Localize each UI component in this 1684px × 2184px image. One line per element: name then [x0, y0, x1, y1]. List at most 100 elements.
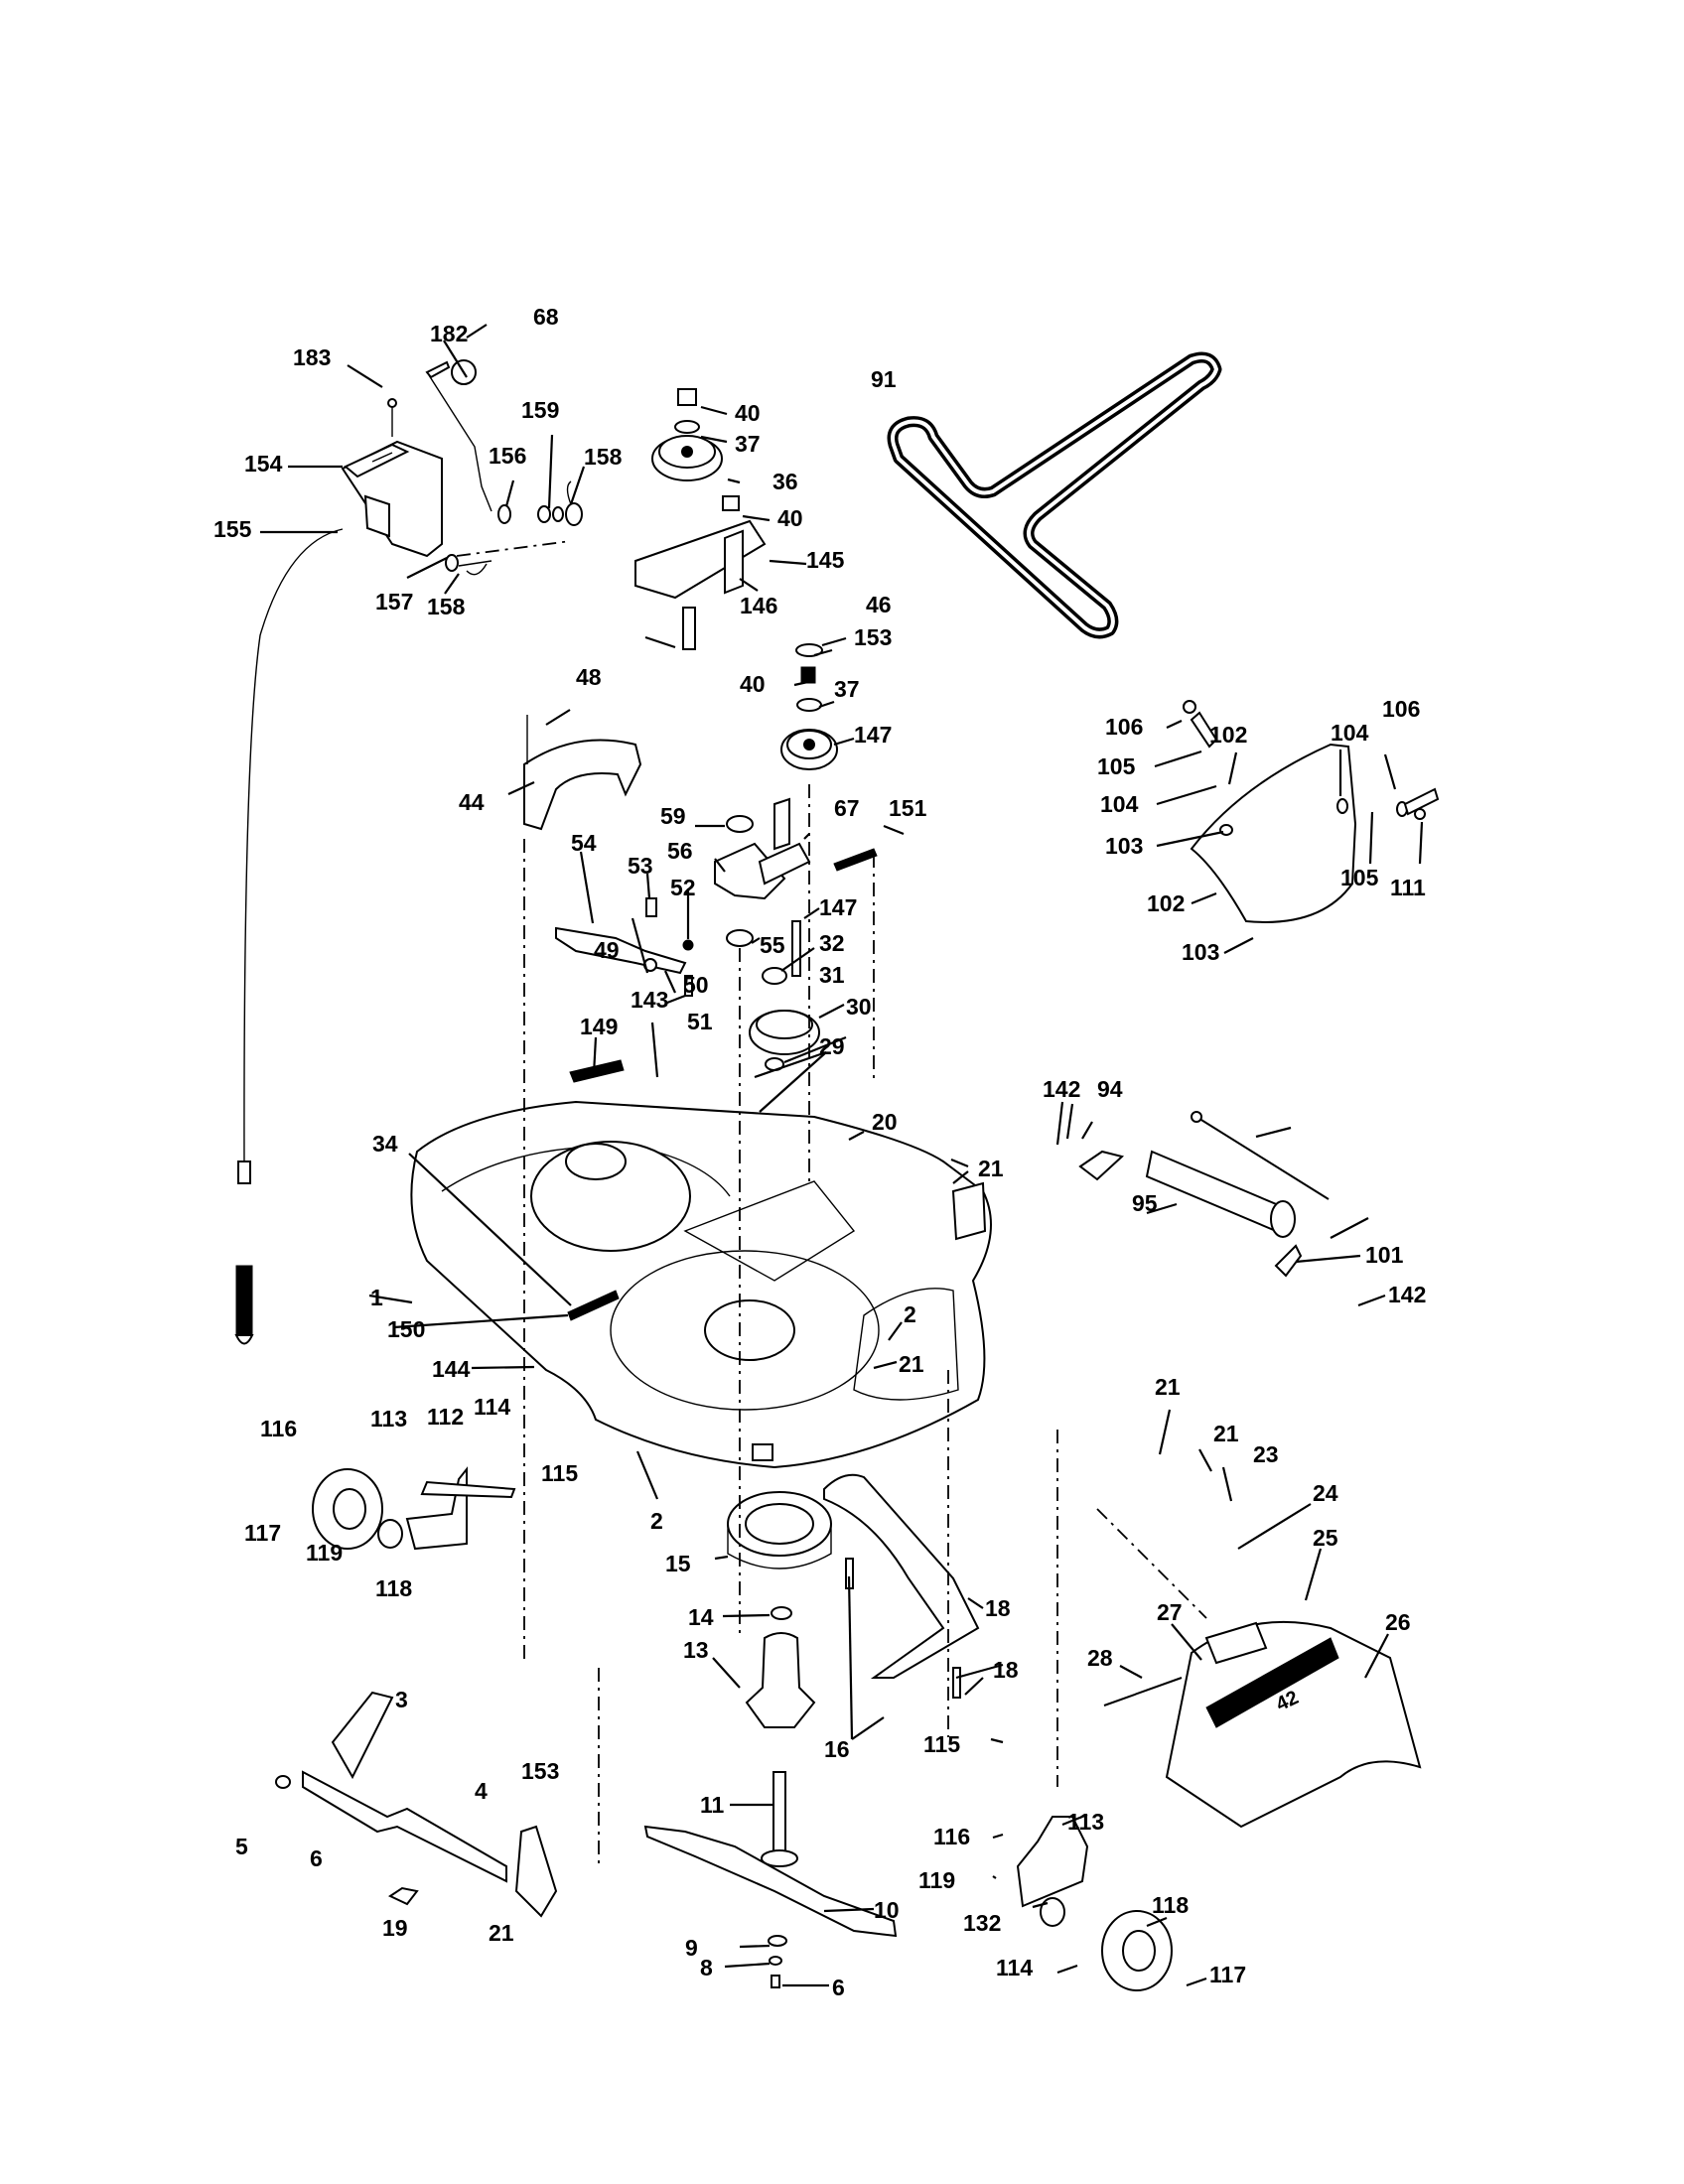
callout-21-e: 21	[489, 1920, 514, 1946]
callout-158: 183	[293, 344, 331, 370]
callout-102-bottom: 103	[1182, 939, 1219, 965]
callout-147-bottom: 150	[387, 1316, 425, 1342]
callout-32: 31	[819, 962, 845, 988]
callout-18-right: 18	[993, 1657, 1019, 1683]
callout-152: 155	[213, 516, 252, 542]
callout-153-bottom: 157	[375, 589, 413, 614]
leader-lines	[260, 324, 1424, 1987]
callout-154: 158	[427, 594, 466, 619]
callout-157: 182	[430, 321, 468, 346]
callout-52: 53	[628, 853, 653, 879]
idler-arm-assembly	[555, 797, 878, 1083]
baffle-20	[823, 1473, 980, 1699]
gauge-wheel-right	[1016, 1816, 1173, 1991]
callout-40-mid: 40	[777, 505, 803, 531]
callout-9: 8	[700, 1955, 713, 1980]
callout-104-left: 104	[1100, 791, 1139, 817]
callout-94: 95	[1132, 1190, 1158, 1216]
idler-pulley-assembly	[634, 388, 767, 650]
callout-101: 102	[1147, 890, 1185, 916]
callout-112: 113	[1067, 1809, 1104, 1835]
callout-54: 55	[760, 932, 785, 958]
callout-3: 3	[395, 1687, 408, 1712]
callout-91: 94	[1097, 1076, 1123, 1102]
callout-146: 147	[819, 894, 857, 920]
mower-blade-11	[643, 1825, 898, 1988]
mower-deck-1	[410, 1100, 992, 1469]
callout-46: 48	[576, 664, 602, 690]
callout-153-top: 156	[489, 443, 526, 469]
callout-132-top: 142	[1043, 1076, 1080, 1102]
lift-linkage	[275, 1691, 558, 1918]
callout-142-top: 143	[631, 987, 668, 1013]
callout-115-right: 116	[933, 1824, 970, 1849]
belt-guide-44	[523, 715, 642, 831]
callout-156: 159	[521, 397, 559, 423]
callout-104-right: 105	[1340, 865, 1379, 890]
idler-pulley-145	[780, 643, 838, 770]
callout-144: 146	[740, 593, 777, 618]
callout-148: 151	[889, 795, 927, 821]
callout-103-left: 103	[1105, 833, 1143, 859]
callout-119-left: 119	[306, 1540, 343, 1566]
callout-116-right: 117	[1209, 1962, 1246, 1987]
callout-31: 30	[846, 994, 872, 1020]
callout-95: 101	[1365, 1242, 1404, 1268]
callout-labels: 68 182 183 154 155 156 159 158 157 158 4…	[213, 304, 1426, 2000]
callout-21-c: 21	[899, 1351, 924, 1377]
callout-26: 25	[1313, 1525, 1338, 1551]
callout-1: 1	[370, 1285, 383, 1310]
callout-105-left: 105	[1097, 753, 1136, 779]
callout-143: 145	[806, 547, 845, 573]
callout-102-top: 102	[1209, 722, 1247, 748]
callout-51: 52	[670, 875, 696, 900]
callout-149: 153	[521, 1758, 559, 1784]
callout-4: 4	[475, 1778, 488, 1804]
callout-142-bottom: 144	[432, 1356, 471, 1382]
callout-27: 26	[1385, 1609, 1411, 1635]
callout-145: 147	[854, 722, 892, 748]
deck-roller-94	[1078, 1111, 1330, 1278]
callout-106-left: 106	[1105, 714, 1143, 740]
callout-14: 13	[683, 1637, 709, 1663]
callout-103-right: 104	[1331, 720, 1369, 746]
callout-21-d: 21	[1155, 1374, 1181, 1400]
callout-34: 34	[372, 1131, 398, 1157]
callout-105-right: 106	[1382, 696, 1420, 722]
callout-19: 19	[382, 1915, 408, 1941]
callout-118-right: 119	[918, 1867, 955, 1893]
callout-115-left: 115	[541, 1460, 578, 1486]
callout-49: 50	[683, 972, 709, 998]
callout-37-lower: 37	[834, 676, 860, 702]
callout-15: 14	[688, 1604, 714, 1630]
callout-50: 51	[687, 1009, 713, 1034]
callout-8: 6	[832, 1975, 845, 2000]
assembly-lines	[456, 540, 1207, 1866]
discharge-chute-27	[1103, 1620, 1422, 1829]
callout-116-left: 116	[260, 1416, 297, 1441]
callout-113-right: 114	[996, 1955, 1033, 1980]
callout-33: 32	[819, 930, 845, 956]
callout-37-top: 37	[735, 431, 761, 457]
callout-11: 10	[874, 1897, 900, 1923]
callout-45: 46	[866, 592, 892, 617]
spindle-assembly	[727, 1491, 832, 1867]
callout-36: 36	[772, 469, 798, 494]
callout-5: 5	[235, 1834, 248, 1859]
callout-13: 11	[700, 1792, 725, 1818]
callout-44: 44	[459, 789, 485, 815]
callout-16: 15	[665, 1551, 691, 1576]
callout-151: 154	[244, 451, 283, 477]
callout-48: 49	[594, 937, 620, 963]
callout-113-left: 113	[370, 1406, 407, 1432]
callout-2-right: 2	[904, 1301, 916, 1327]
callout-117-left: 117	[244, 1520, 281, 1546]
callout-53: 54	[571, 830, 597, 856]
callout-119-right: 132	[963, 1910, 1001, 1936]
callout-106-right: 111	[1390, 875, 1426, 900]
callout-147-top: 149	[580, 1014, 618, 1039]
callout-21-a: 20	[872, 1109, 898, 1135]
callout-28: 27	[1157, 1599, 1183, 1625]
callout-6: 6	[310, 1845, 323, 1871]
